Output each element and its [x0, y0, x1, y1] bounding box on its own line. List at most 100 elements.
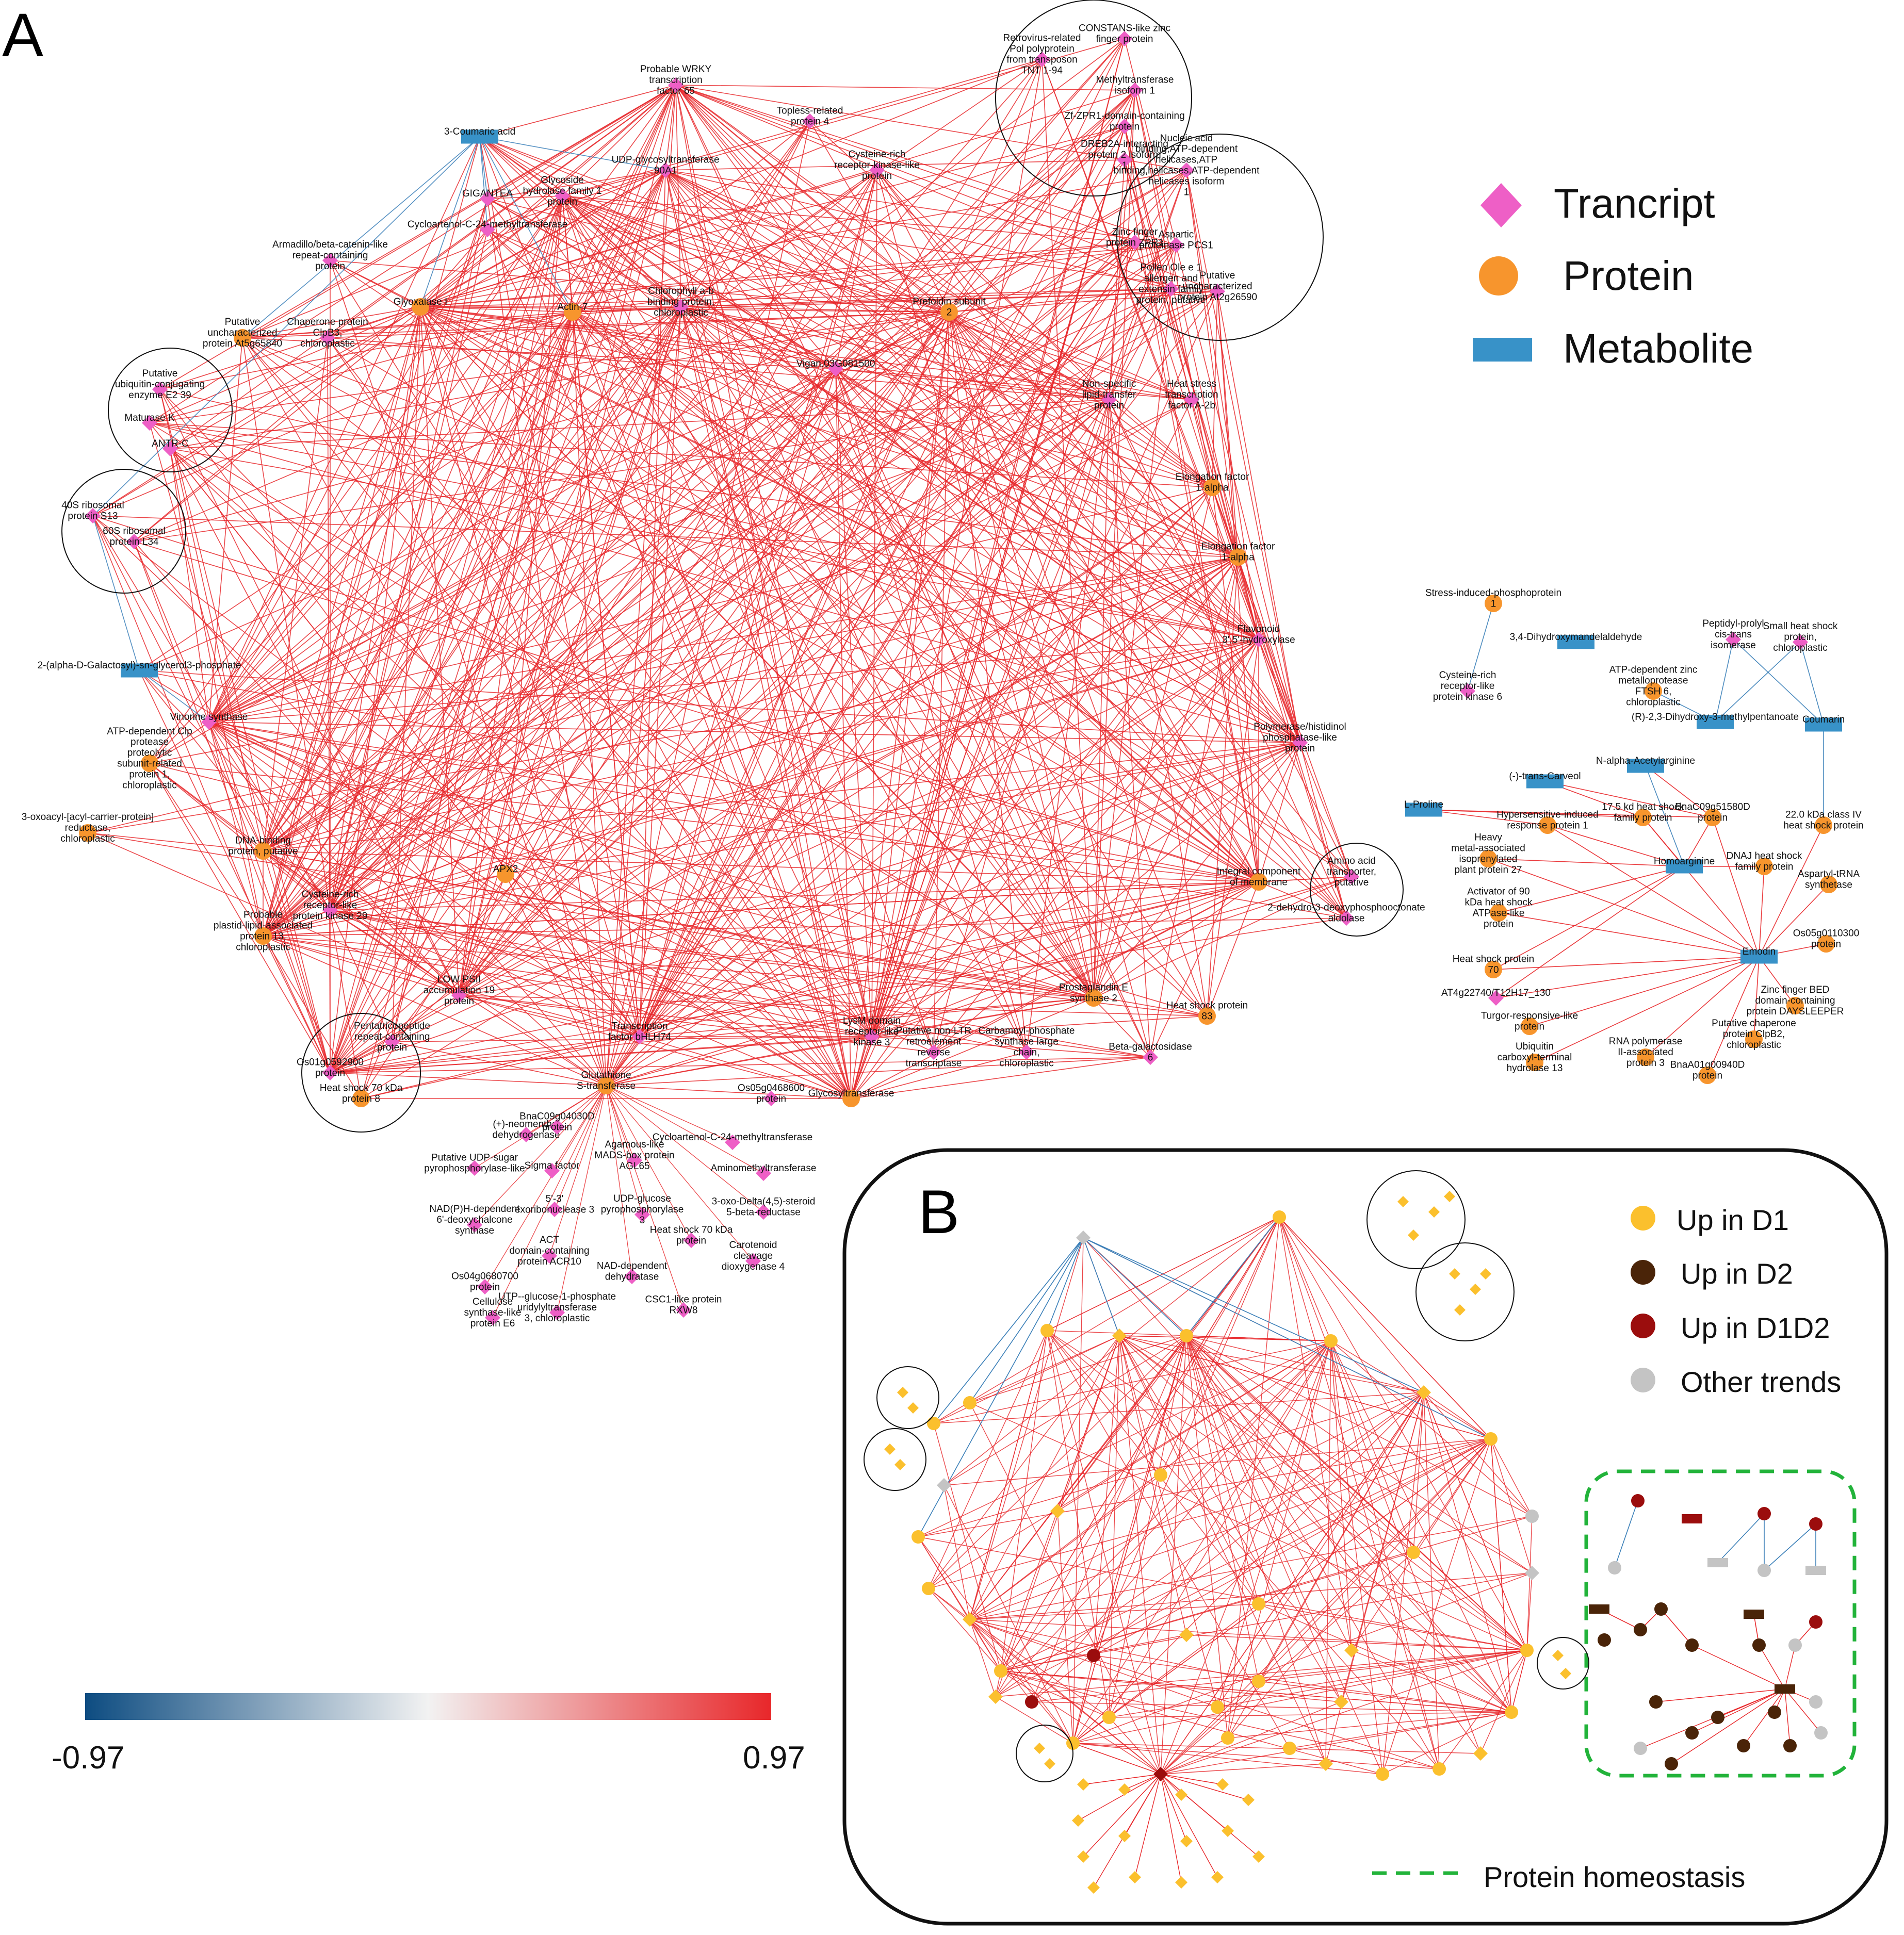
correlation-edge	[969, 1572, 1533, 1620]
correlation-edge	[330, 85, 676, 911]
transcript-node	[1184, 392, 1199, 407]
correlation-edge	[1093, 556, 1239, 998]
protein-node	[1198, 1007, 1216, 1025]
correlation-edge	[606, 1085, 643, 1215]
correlation-edge	[1083, 1237, 1120, 1336]
correlation-edge	[1423, 1392, 1491, 1439]
trend-node	[1112, 1329, 1127, 1343]
correlation-edge	[263, 399, 1192, 937]
correlation-edge	[1382, 1392, 1424, 1775]
trend-node	[1454, 1304, 1466, 1316]
correlation-edge	[149, 85, 676, 423]
correlation-edge	[933, 311, 950, 1053]
legend-protein-circle	[1479, 256, 1518, 296]
correlation-edge	[330, 306, 421, 1073]
correlation-edge	[149, 763, 331, 1073]
protein-node	[1745, 1030, 1763, 1048]
trend-node	[1473, 1746, 1488, 1761]
trend-node	[1118, 1783, 1131, 1796]
trend-node	[1665, 1757, 1678, 1770]
correlation-edge	[871, 487, 1213, 1037]
trend-node	[1154, 1468, 1167, 1482]
correlation-edge	[263, 850, 607, 1086]
correlation-edge	[479, 136, 488, 199]
metabolite-node	[1805, 717, 1842, 732]
correlation-edge	[1480, 1650, 1527, 1754]
node-label: N-alpha-Acetylarginine	[1596, 756, 1695, 766]
correlation-edge	[208, 126, 1125, 723]
node-label: Glyoxalase I	[394, 297, 448, 307]
correlation-edge	[969, 1603, 1259, 1620]
correlation-edge	[420, 306, 1259, 640]
correlation-edge	[420, 136, 480, 307]
correlation-edge	[330, 874, 506, 911]
correlation-edge	[1330, 1340, 1533, 1517]
trend-node	[1077, 1778, 1089, 1791]
correlation-edge	[562, 195, 1218, 292]
trend-node	[1324, 1334, 1338, 1348]
correlation-edge	[330, 995, 460, 1073]
metabolite-node	[1697, 715, 1734, 729]
transcript-node	[467, 1217, 482, 1233]
metabolite-node	[1557, 635, 1594, 649]
correlation-edge	[330, 399, 1110, 1073]
correlation-edge	[928, 1330, 1048, 1589]
correlation-edge	[242, 337, 1259, 882]
correlation-edge	[420, 90, 1135, 307]
correlation-edge	[330, 90, 1135, 911]
transcript-node	[1488, 990, 1504, 1006]
correlation-edge	[1217, 291, 1300, 743]
correlation-edge	[1423, 809, 1713, 818]
correlation-edge	[134, 306, 681, 542]
correlation-edge	[933, 399, 1110, 1053]
correlation-edge	[1072, 1743, 1383, 1775]
trend-node	[1376, 1767, 1389, 1781]
correlation-edge	[505, 874, 852, 1099]
correlation-edge	[159, 389, 852, 1099]
node-label: Glycosyltransferase	[808, 1088, 894, 1099]
correlation-edge	[572, 121, 810, 313]
node-group-circle	[1366, 1170, 1466, 1269]
correlation-edge	[1109, 1712, 1512, 1718]
correlation-edge	[208, 721, 1208, 1016]
trend-node	[1707, 1558, 1728, 1567]
correlation-edge	[263, 244, 1177, 937]
transcript-node	[634, 1207, 650, 1222]
correlation-edge	[1109, 1650, 1527, 1718]
correlation-edge	[263, 936, 1151, 1058]
correlation-edge	[1753, 956, 1760, 1040]
correlation-edge	[459, 170, 666, 996]
correlation-edge	[263, 936, 460, 996]
correlation-edge	[1124, 38, 1300, 743]
correlation-edge	[1784, 1645, 1796, 1690]
correlation-edge	[606, 170, 877, 1086]
correlation-edge	[1093, 244, 1177, 998]
correlation-edge	[263, 399, 1192, 851]
correlation-edge	[459, 85, 676, 996]
correlation-edge	[1325, 1340, 1331, 1764]
correlation-edge	[1000, 1670, 1383, 1775]
correlation-edge	[420, 229, 488, 307]
node-group-circle	[995, 0, 1192, 196]
correlation-edge	[562, 195, 1110, 400]
correlation-edge	[1759, 825, 1824, 957]
correlation-edge	[606, 242, 1135, 1086]
correlation-edge	[680, 306, 1239, 557]
correlation-edge	[1119, 1335, 1259, 1604]
correlation-edge	[1186, 1335, 1414, 1553]
correlation-edge	[1109, 399, 1208, 1016]
trend-node	[1044, 1758, 1055, 1769]
correlation-edge	[208, 721, 1347, 919]
correlation-edge	[1134, 1774, 1161, 1878]
protein-node	[1521, 1018, 1538, 1035]
correlation-edge	[134, 541, 209, 723]
correlation-edge	[665, 170, 1110, 400]
correlation-edge	[1279, 1217, 1424, 1393]
